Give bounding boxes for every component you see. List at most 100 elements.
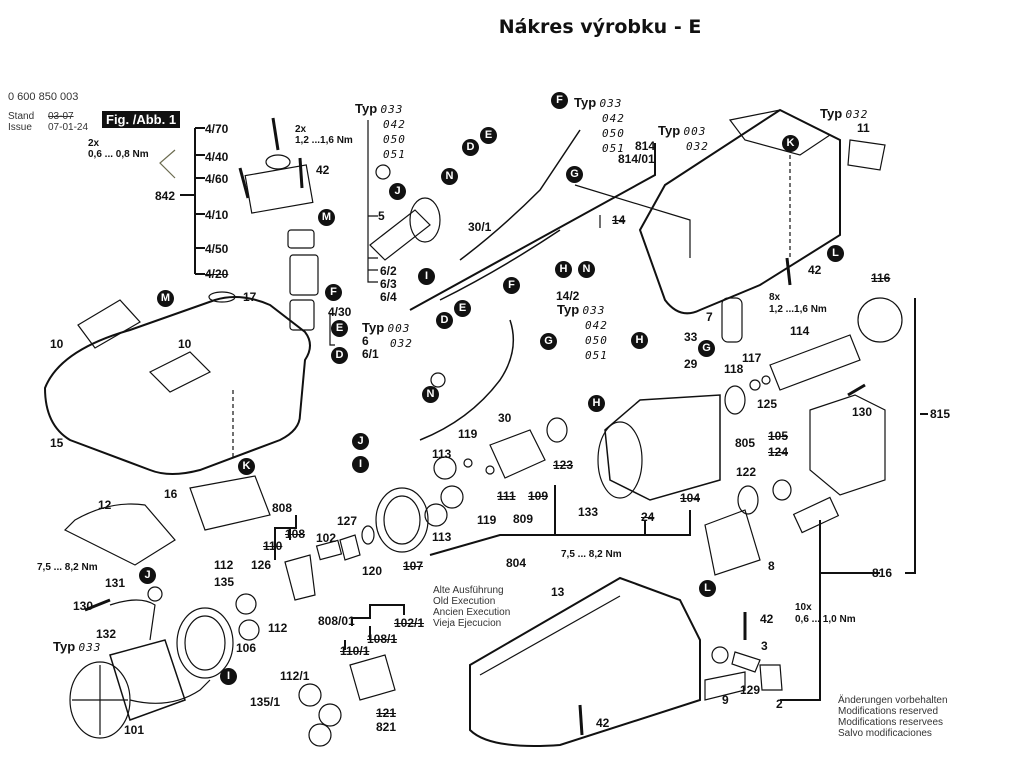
- typ-code: 032: [845, 108, 869, 121]
- part-label: 16: [164, 487, 178, 501]
- typ-code: 032: [686, 140, 709, 153]
- cover-12: [63, 503, 176, 566]
- marker-H: H: [631, 332, 648, 349]
- part-label: 4/70: [205, 122, 229, 136]
- marker-H: H: [555, 261, 572, 278]
- old-execution-note: Alte Ausführung Old Execution Ancien Exe…: [433, 585, 510, 629]
- marker-M: M: [318, 209, 335, 226]
- part-label: 10: [50, 337, 64, 351]
- part-label: 815: [930, 407, 951, 421]
- part-label: 4/30: [328, 305, 352, 319]
- part-label: 29: [684, 357, 698, 371]
- part-label: 842: [155, 189, 176, 203]
- marker-K: K: [782, 135, 799, 152]
- stand-label: Stand: [8, 111, 35, 122]
- marker-I: I: [352, 456, 369, 473]
- carrier-102: [284, 554, 316, 601]
- marker-J: J: [389, 183, 406, 200]
- torque-842-value: 0,6 ... 0,8 Nm: [88, 149, 149, 160]
- part-label: 42: [316, 163, 330, 177]
- part-label: 13: [551, 585, 565, 599]
- torque-42-bottom-value: 0,6 ... 1,0 Nm: [795, 614, 856, 625]
- typ-group-14-2: Typ 033 042 050 051: [557, 303, 608, 363]
- marker-M: M: [157, 290, 174, 307]
- note-line: Modifications reserved: [838, 706, 939, 717]
- marker-H: H: [588, 395, 605, 412]
- part-label: 110/1: [340, 644, 370, 658]
- part-label: 114: [790, 324, 810, 338]
- marker-N: N: [578, 261, 595, 278]
- typ-code: 051: [383, 148, 406, 161]
- part-label: 113: [432, 447, 452, 461]
- marker-G: G: [698, 340, 715, 357]
- typ-code: 003: [683, 125, 707, 138]
- part-label: 124: [768, 445, 789, 459]
- marker-F: F: [503, 277, 520, 294]
- part-label: 121: [376, 706, 397, 720]
- torque-842-count: 2x: [88, 138, 100, 149]
- part-label: 42: [760, 612, 774, 626]
- part-label: 24: [641, 510, 655, 524]
- marker-L: L: [699, 580, 716, 597]
- housing-15: [43, 295, 311, 475]
- marker-E: E: [331, 320, 348, 337]
- housing-814: [638, 108, 841, 315]
- gear-housing-133: [604, 394, 721, 501]
- note-line: Salvo modificaciones: [838, 728, 932, 739]
- marker-D: D: [436, 312, 453, 329]
- marker-F: F: [325, 284, 342, 301]
- marker-F: F: [551, 92, 568, 109]
- part-label: 4/50: [205, 242, 229, 256]
- part-label: 108: [285, 527, 306, 541]
- marker-G: G: [566, 166, 583, 183]
- part-label: 129: [740, 683, 761, 697]
- marker-D: D: [331, 347, 348, 364]
- typ-code: 050: [602, 127, 625, 140]
- fan-116: [857, 297, 903, 343]
- part-label: 42: [808, 263, 822, 277]
- part-label: 4/60: [205, 172, 229, 186]
- part-label: 112: [214, 558, 234, 572]
- part-label: 117: [742, 351, 762, 365]
- part-label: 133: [578, 505, 599, 519]
- brush-holder-815: [809, 394, 886, 496]
- gear-113a: [433, 456, 457, 480]
- part-label: 131: [105, 576, 126, 590]
- typ-group-814: Typ 003 032: [658, 124, 709, 154]
- part-label: 123: [553, 458, 574, 472]
- part-label: 105: [768, 429, 789, 443]
- figure-label: Fig. /Abb. 1: [102, 111, 181, 128]
- marker-K: K: [238, 458, 255, 475]
- part-label: 9: [722, 693, 729, 707]
- part-label: 109: [528, 489, 549, 503]
- typ-code: 033: [582, 304, 606, 317]
- part-label: 11: [857, 121, 870, 135]
- page-title: Nákres výrobku - E: [498, 16, 702, 38]
- marker-N: N: [422, 386, 439, 403]
- part-label: 112/1: [280, 669, 310, 683]
- typ-label: Typ: [658, 123, 681, 138]
- part-label: 101: [124, 723, 145, 737]
- part-label: 7: [706, 310, 713, 324]
- switch-lower: [289, 299, 315, 331]
- part-label: 122: [736, 465, 757, 479]
- typ-label: Typ: [362, 320, 385, 335]
- marker-J: J: [352, 433, 369, 450]
- part-label: 30: [498, 411, 512, 425]
- part-label: 2: [776, 697, 783, 711]
- part-label: 6: [362, 334, 369, 348]
- part-label: 6/2: [380, 264, 397, 278]
- part-label: 814: [635, 139, 656, 153]
- part-label: 106: [236, 641, 257, 655]
- typ-label: Typ: [557, 302, 580, 317]
- part-label: 10: [178, 337, 192, 351]
- typ-group-6: Typ 003 032: [362, 321, 413, 351]
- stator-106: [176, 607, 234, 679]
- torque-24-value: 7,5 ... 8,2 Nm: [561, 549, 622, 560]
- typ-code: 033: [599, 97, 623, 110]
- typ-label: Typ: [355, 101, 378, 116]
- typ-code: 003: [387, 322, 411, 335]
- part-label: 127: [337, 514, 358, 528]
- part-label: 135/1: [250, 695, 281, 709]
